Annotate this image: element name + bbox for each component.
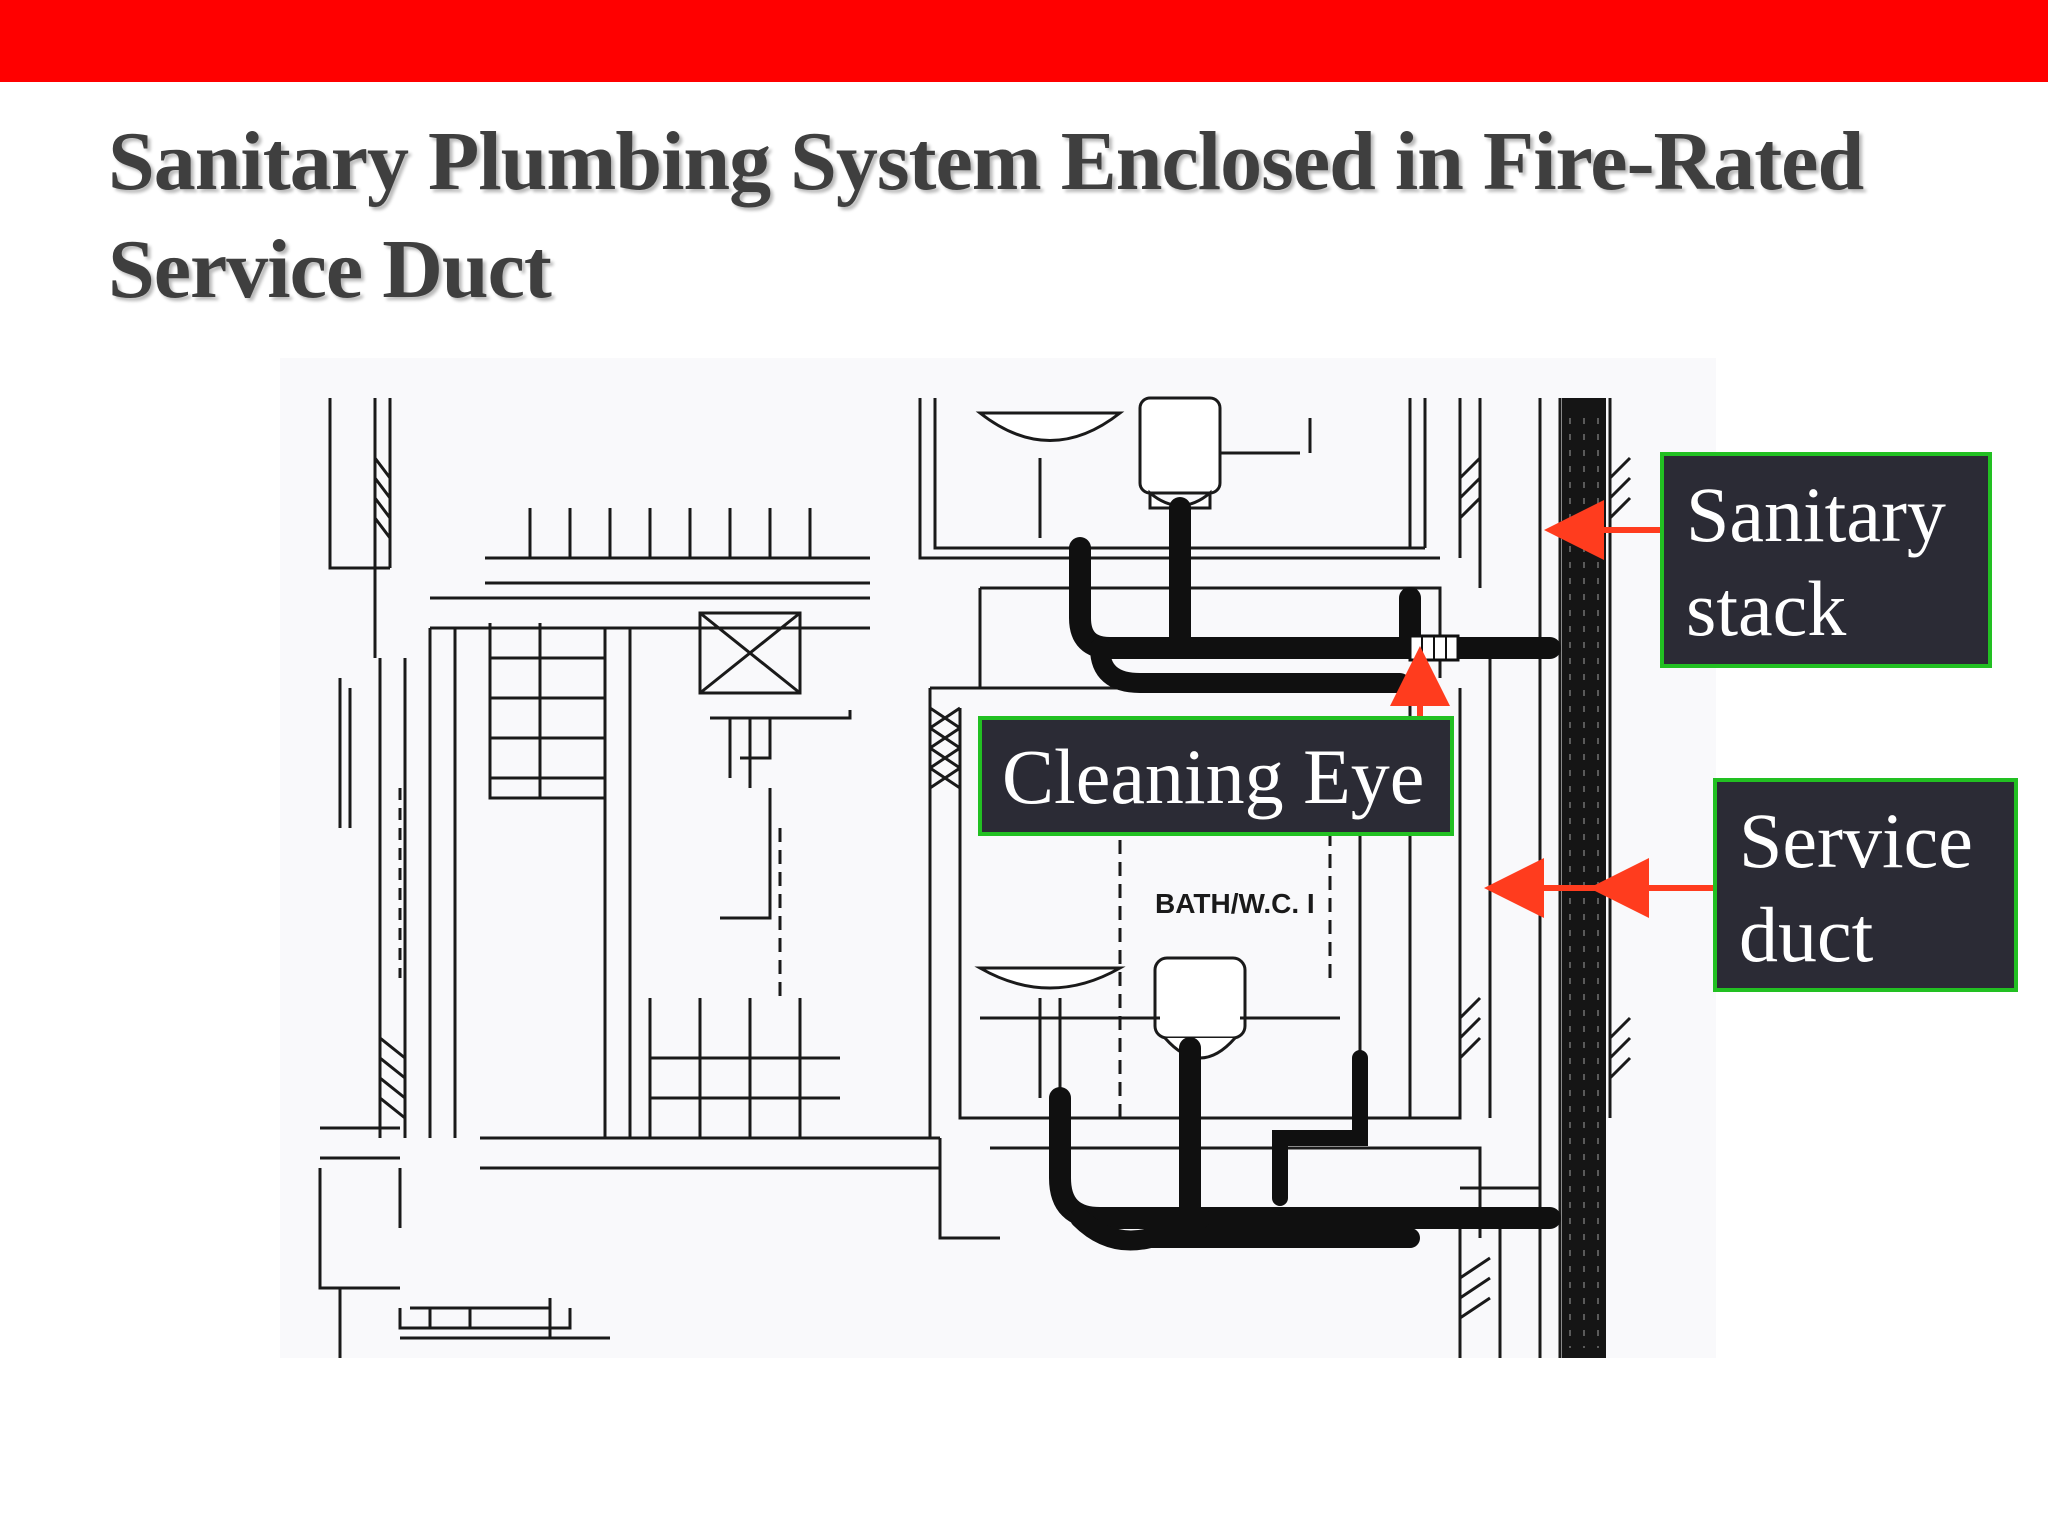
walls xyxy=(318,396,1632,1358)
drawing-paper xyxy=(280,358,1716,1358)
cleaning-eye-label: Cleaning Eye xyxy=(1002,733,1425,820)
plumbing-drawing-svg: BATH/W.C. I xyxy=(280,358,1716,1358)
top-accent-bar xyxy=(0,0,2048,82)
service-duct-callout: Service duct xyxy=(1713,778,2018,992)
sanitary-stack-pipe xyxy=(1562,398,1606,1358)
plumbing-drawing: BATH/W.C. I xyxy=(280,358,1716,1358)
sanitary-stack-line1: Sanitary xyxy=(1686,471,1946,558)
sanitary-stack-callout: Sanitary stack xyxy=(1660,452,1992,668)
sanitary-stack-line2: stack xyxy=(1686,565,1847,652)
drain-pipes xyxy=(1049,497,1561,1251)
slide-title: Sanitary Plumbing System Enclosed in Fir… xyxy=(108,115,1864,316)
service-duct-line1: Service xyxy=(1739,797,1973,884)
service-duct-line2: duct xyxy=(1739,891,1874,978)
room-label: BATH/W.C. I xyxy=(1155,888,1315,919)
cleaning-eye-callout: Cleaning Eye xyxy=(978,716,1454,836)
